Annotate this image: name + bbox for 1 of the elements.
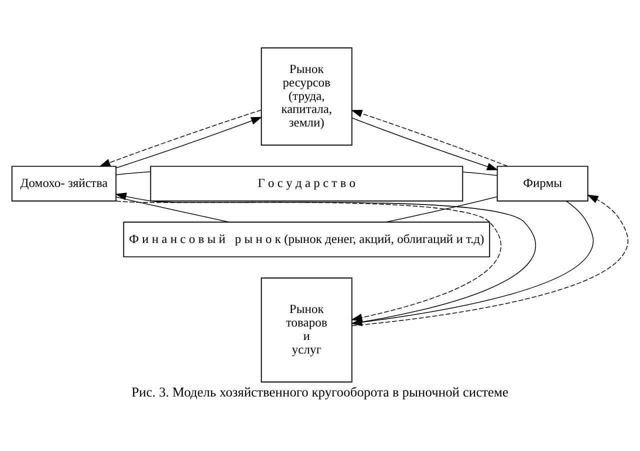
caption: Рис. 3. Модель хозяйственного кругооборота в рыночной системе (132, 384, 508, 400)
